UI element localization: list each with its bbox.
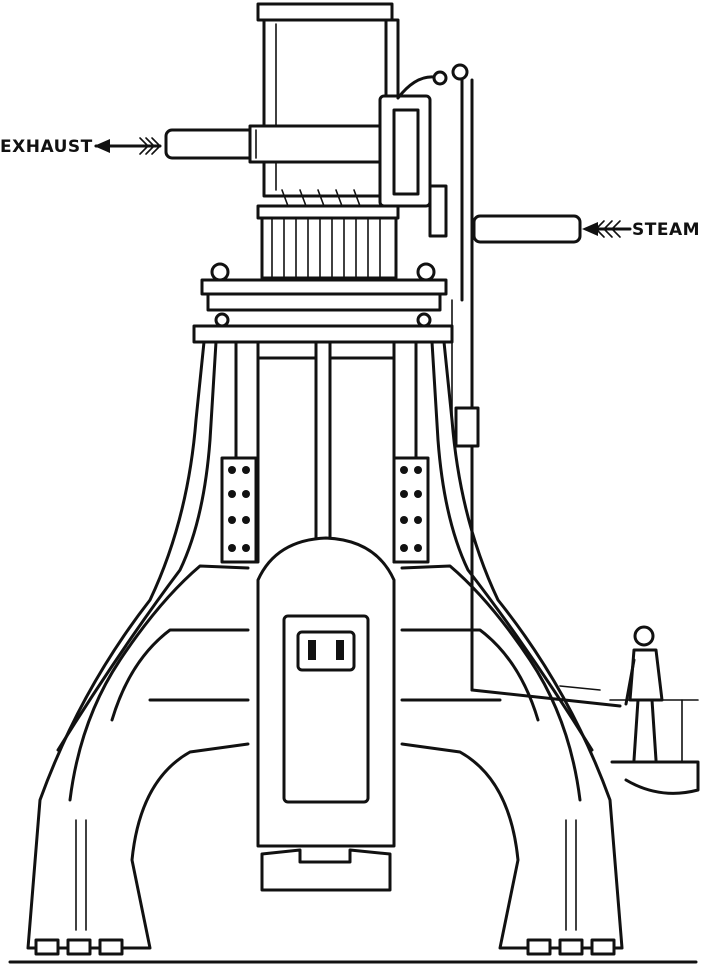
control-lever [470, 685, 622, 708]
exhaust-arrow [94, 137, 162, 155]
steam-cylinder [256, 2, 400, 202]
bolted-plate-right [392, 456, 430, 564]
anvil [260, 848, 392, 892]
steam-label: STEAM [632, 220, 700, 240]
frame-entablature [192, 312, 454, 360]
cylinder-base-ribs [256, 189, 400, 280]
operator-figure [624, 625, 664, 762]
foundation-bolts [34, 819, 616, 956]
hammer-tup [256, 536, 396, 848]
valve-rod [451, 78, 480, 692]
exhaust-pipe [164, 124, 388, 164]
valve-chest [378, 63, 469, 238]
steam-arrow [582, 220, 632, 238]
bolted-plate-left [220, 456, 258, 564]
steam-pipe [472, 214, 582, 244]
top-plate [200, 262, 448, 312]
exhaust-label: EXHAUST [0, 137, 93, 157]
